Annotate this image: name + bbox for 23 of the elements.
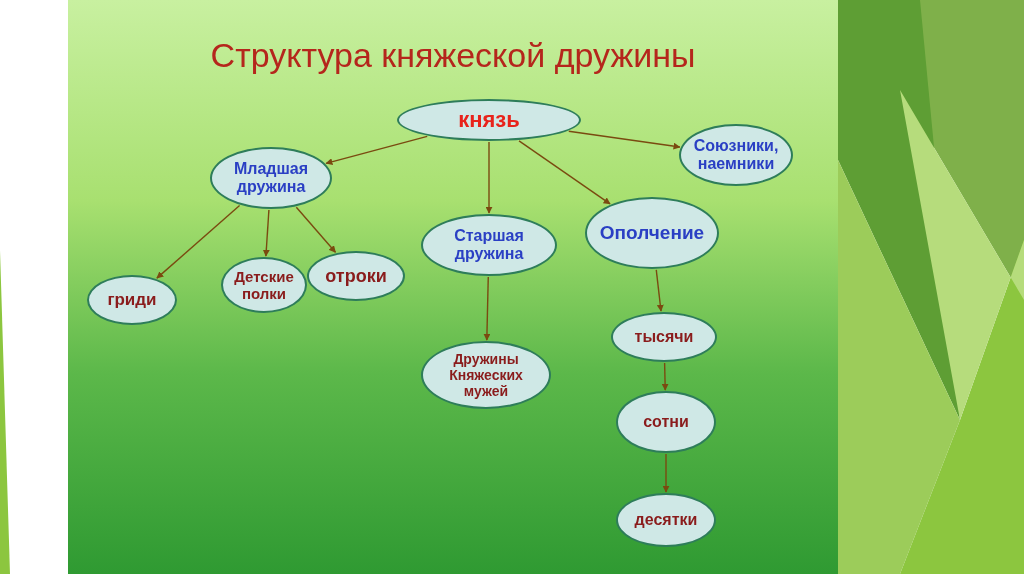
node-label: Союзники, наемники [692, 136, 780, 174]
arrow [485, 141, 493, 214]
node-label: отроки [325, 265, 387, 287]
node-label: Младшая дружина [232, 159, 310, 197]
arrow [262, 209, 270, 257]
arrow [518, 140, 611, 205]
arrow [661, 362, 669, 391]
slide-title: Структура княжеской дружины [209, 36, 697, 75]
node-label: Детские полки [233, 267, 295, 303]
node-label: десятки [634, 510, 698, 530]
node-label: гриди [107, 290, 157, 310]
arrow [662, 453, 670, 493]
arrow [568, 130, 681, 150]
arrow [655, 269, 664, 312]
node-label: тысячи [634, 327, 694, 347]
node-label: Дружины Княжеских мужей [448, 350, 524, 400]
node-label: Ополчение [599, 222, 705, 244]
node-label: князь [458, 107, 520, 133]
arrow [325, 135, 428, 166]
arrow [483, 276, 491, 341]
node-label: сотни [643, 412, 689, 432]
arrow [295, 206, 337, 253]
node-label: Старшая дружина [453, 226, 525, 264]
